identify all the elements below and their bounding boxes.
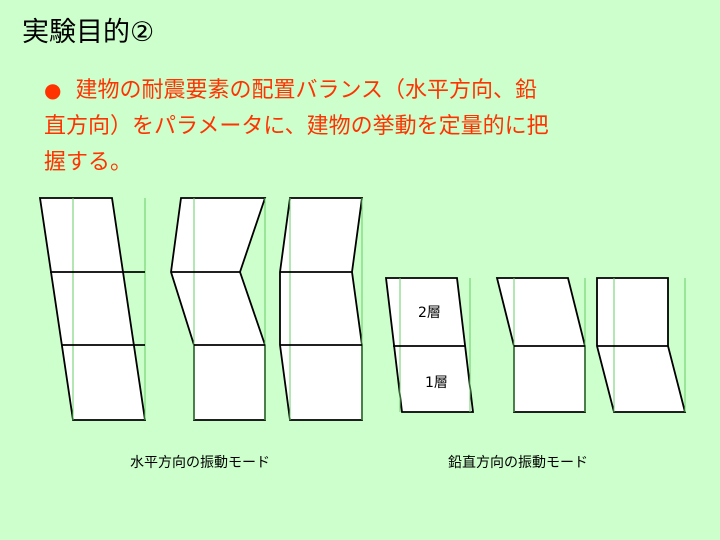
mode-1-building <box>38 197 147 421</box>
mode-5-building <box>495 277 586 413</box>
bullet-text: ● 建物の耐震要素の配置バランス（水平方向、鉛 直方向）をパラメータに、建物の挙動… <box>44 72 674 181</box>
mode-2-building <box>170 197 267 421</box>
bullet-line-1: ● 建物の耐震要素の配置バランス（水平方向、鉛 <box>44 72 674 109</box>
slide-title: 実験目的② <box>22 17 155 48</box>
caption-horizontal: 水平方向の振動モード <box>130 455 270 471</box>
bullet-line-1-text: 建物の耐震要素の配置バランス（水平方向、鉛 <box>75 78 538 103</box>
mode-4-building <box>384 277 475 413</box>
caption-vertical: 鉛直方向の振動モード <box>448 455 588 471</box>
mode-3-building <box>279 197 364 421</box>
floor-label-1f: 1層 <box>425 375 448 391</box>
vertical-mode-1 <box>384 277 475 413</box>
bullet-line-3: 握する。 <box>44 150 133 175</box>
mode-6-building <box>596 277 687 413</box>
floor-label-2f: 2層 <box>418 305 441 321</box>
horizontal-mode-3 <box>279 197 364 421</box>
bullet-dot: ● <box>44 78 62 102</box>
vertical-mode-3 <box>596 277 687 413</box>
horizontal-mode-2 <box>170 197 267 421</box>
vertical-mode-2 <box>495 277 586 413</box>
bullet-line-2: 直方向）をパラメータに、建物の挙動を定量的に把 <box>44 114 549 139</box>
horizontal-mode-1 <box>38 197 147 421</box>
